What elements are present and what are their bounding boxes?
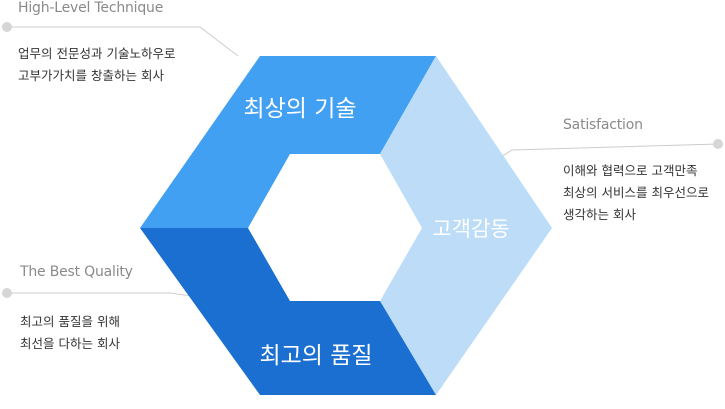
leader-dot-top-left [2,22,12,32]
leader-line-bottom-left [7,292,193,297]
leader-line-top-left [7,26,239,57]
callout-satisfaction: Satisfaction [563,117,643,133]
callout-heading: Satisfaction [563,117,643,133]
leader-dot-right [713,139,723,149]
callout-best-quality: The Best Quality [20,264,133,280]
segment-bottom [140,228,436,395]
segment-right-label: 고객감동 [432,217,509,241]
callout-line: 최상의 서비스를 최우선으로 [563,185,709,200]
callout-heading: High-Level Technique [18,0,164,16]
callout-line: 최고의 품질을 위해 [20,314,120,329]
callout-line: 최선을 다하는 회사 [20,336,120,351]
segment-top [140,56,436,228]
callout-best-quality-desc: 최고의 품질을 위해 최선을 다하는 회사 [20,311,120,355]
callout-line: 업무의 전문성과 기술노하우로 [18,46,176,61]
callout-high-level-technique: High-Level Technique [18,0,163,16]
callout-satisfaction-desc: 이해와 협력으로 고객만족 최상의 서비스를 최우선으로 생각하는 회사 [563,160,709,226]
segment-bottom-label: 최고의 품질 [259,343,372,369]
segment-top-label: 최상의 기술 [243,96,356,122]
segment-right [380,56,552,395]
callout-line: 고부가가치를 창출하는 회사 [18,68,164,83]
callout-line: 이해와 협력으로 고객만족 [563,163,698,178]
callout-line: 생각하는 회사 [563,207,636,222]
leader-dot-bottom-left [2,288,12,298]
callout-high-level-technique-desc: 업무의 전문성과 기술노하우로 고부가가치를 창출하는 회사 [18,43,175,87]
callout-heading: The Best Quality [20,264,133,280]
